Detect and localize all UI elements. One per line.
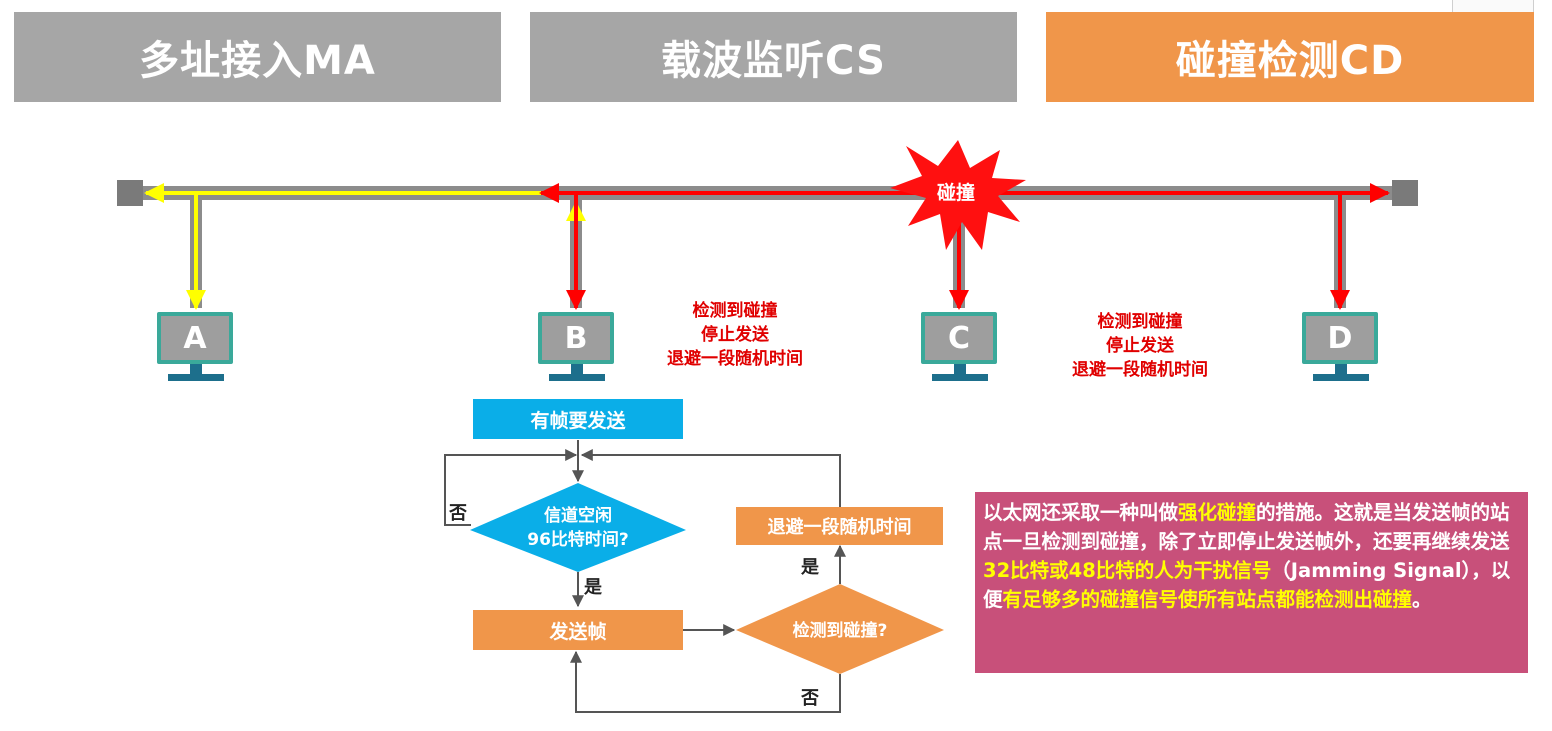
jamming-signal-explanation: 以太网还采取一种叫做强化碰撞的措施。这就是当发送帧的站点一旦检测到碰撞，除了立即… [975,492,1528,673]
station-c: C [921,312,999,381]
header-multiple-access: 多址接入MA [14,12,501,102]
note-c-line-3: 退避一段随机时间 [1072,360,1208,380]
bus-terminator-right [1392,180,1418,206]
station-b: B [538,312,616,381]
info-text-2: 的措施。这就是当发送帧的站点一旦检测到碰撞，除了立即停止发送帧外，还要再继续发送 [983,501,1510,553]
info-highlight-1: 强化碰撞 [1178,501,1257,524]
monitor-icon: A [157,312,233,364]
bus-terminator-left [117,180,143,206]
flow-loop-continue-send [570,650,841,713]
collision-burst-icon [890,140,1026,250]
flow-tag-no-collision: 否 [801,688,819,709]
info-text-4: 。 [1412,588,1432,611]
station-d-label: D [1327,320,1353,356]
station-a: A [157,312,235,381]
idle-check-line-1: 信道空闲 [544,506,612,526]
note-c-line-2: 停止发送 [1106,336,1174,356]
flow-tag-yes-idle: 是 [584,577,602,598]
info-text-3: （Jamming Signal），以便 [983,559,1511,611]
station-a-label: A [183,320,207,356]
monitor-icon: B [538,312,614,364]
info-text-1: 以太网还采取一种叫做 [983,501,1179,524]
monitor-icon: D [1302,312,1378,364]
station-b-label: B [564,320,588,356]
flow-send-box: 发送帧 [473,610,683,650]
station-d: D [1302,312,1380,381]
collision-check-label: 检测到碰撞? [792,621,888,641]
note-c-line-1: 检测到碰撞 [1097,312,1183,332]
note-station-c: 检测到碰撞 停止发送 退避一段随机时间 [1030,310,1250,382]
collision-label: 碰撞 [936,182,975,204]
note-b-line-3: 退避一段随机时间 [667,349,803,369]
note-b-line-1: 检测到碰撞 [692,301,778,321]
header-collision-detection: 碰撞检测CD [1046,12,1534,102]
idle-check-line-2: 96比特时间? [527,530,629,550]
note-station-b: 检测到碰撞 停止发送 退避一段随机时间 [625,299,845,371]
flow-loop-backoff [580,449,841,508]
idle-check-label: 信道空闲 96比特时间? [498,504,658,552]
collision-check-diamond [736,584,944,674]
flow-start-box: 有帧要发送 [473,399,683,439]
flow-tag-no-idle: 否 [449,503,467,524]
note-b-line-2: 停止发送 [701,325,769,345]
header-carrier-sense: 载波监听CS [530,12,1017,102]
station-c-label: C [947,320,971,356]
idle-check-diamond [470,483,686,572]
monitor-icon: C [921,312,997,364]
info-highlight-3: 有足够多的碰撞信号使所有站点都能检测出碰撞 [1002,588,1413,611]
info-highlight-2: 32比特或48比特的人为干扰信号 [983,559,1272,582]
flow-tag-yes-collision: 是 [801,557,819,578]
flow-loop-no [444,449,578,526]
flow-backoff-box: 退避一段随机时间 [736,507,943,545]
